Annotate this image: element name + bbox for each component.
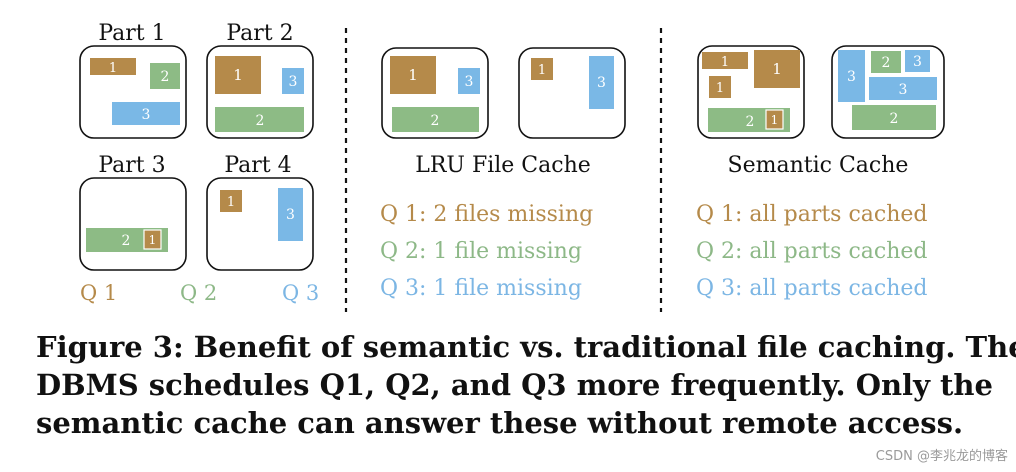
sem-box2-block-q2-a-label: 2 [882,55,891,71]
sem-box1-block-q1-c [709,76,731,98]
semantic-box-2 [831,45,945,139]
figure-caption: Figure 3: Benefit of semantic vs. tradit… [36,328,1016,442]
lru-line-q2: Q 2: 1 file missing [380,239,582,264]
lru-box1-block-q2 [392,107,479,132]
part2-block-q2 [215,107,304,132]
part2-block-q2-label: 2 [256,113,265,129]
sem-box2-block-q3-c [869,77,937,100]
sem-box1-block-q1-b-label: 1 [772,60,782,78]
part2-box [206,45,314,139]
sem-box2-block-q3-b-label: 3 [913,54,922,70]
sem-box2-block-q3-c-label: 3 [899,82,908,98]
part1-box [79,45,187,139]
part4-block-q1-label: 1 [227,195,235,210]
lru-box2-block-q1 [531,58,553,80]
lru-box2-block-q3 [589,56,614,109]
watermark: CSDN @李兆龙的博客 [875,449,1008,464]
part1-block-q3 [112,102,180,125]
part3-block-q1 [143,229,162,250]
part2-block-q3 [282,68,304,94]
sem-box1-block-q1-d [765,109,784,130]
sem-box2-block-q3-b [905,50,930,72]
sem-box2-block-q2-b [852,105,936,130]
part2-block-q3-label: 3 [289,74,298,90]
sem-box1-block-q1-c-label: 1 [716,81,724,96]
semantic-line-q3: Q 3: all parts cached [696,276,927,301]
part3-label: Part 3 [98,153,165,178]
lru-line-q3: Q 3: 1 file missing [380,276,582,301]
sem-box1-block-q1-d-label: 1 [771,113,779,127]
lru-line-q1: Q 1: 2 files missing [380,202,593,227]
part1-block-q1 [90,58,136,75]
semantic-box-1 [697,45,805,139]
part2-block-q1-label: 1 [233,66,243,84]
part4-box [206,177,314,271]
lru-box1-block-q3 [458,68,480,94]
lru-box2-block-q3-label: 3 [597,75,606,91]
caption-line-2: DBMS schedules Q1, Q2, and Q3 more frequ… [36,368,993,402]
lru-box1-block-q1 [390,56,436,94]
lru-box1-block-q3-label: 3 [465,74,474,90]
caption-line-3: semantic cache can answer these without … [36,406,964,440]
part2-label: Part 2 [226,21,293,46]
lru-box2-block-q1-label: 1 [538,63,546,78]
sem-box2-block-q3-a-label: 3 [847,69,856,85]
part1-block-q1-label: 1 [109,61,117,76]
sem-box1-block-q1-b [754,50,800,88]
lru-box1-block-q1-label: 1 [408,66,418,84]
lru-box-2 [518,47,626,139]
caching-diagram: Part 1 Part 2 Part 3 Part 4 1 2 3 1 3 2 … [79,21,945,312]
part4-block-q1 [220,190,242,212]
part4-label: Part 4 [224,153,291,178]
semantic-line-q2: Q 2: all parts cached [696,239,927,264]
sem-box1-block-q1-a-label: 1 [721,55,729,70]
part3-block-q1-label: 1 [149,233,157,247]
sem-box2-block-q2-b-label: 2 [890,111,899,127]
semantic-title: Semantic Cache [728,153,909,178]
part1-block-q2-label: 2 [161,69,170,85]
part1-block-q2 [150,63,180,89]
legend-q1: Q 1 [80,281,117,305]
part4-block-q3 [278,188,303,241]
part1-label: Part 1 [98,21,165,46]
part4-block-q3-label: 3 [286,207,295,223]
sem-box2-block-q3-a [838,50,865,102]
legend-q3: Q 3 [282,281,319,305]
lru-box1-block-q2-label: 2 [431,113,440,129]
lru-box-1 [381,47,489,139]
part3-block-q2-label: 2 [122,233,131,249]
legend-q2: Q 2 [180,281,217,305]
sem-box1-block-q1-a [702,52,748,69]
sem-box1-block-q2-label: 2 [746,114,755,130]
caption-line-1: Figure 3: Benefit of semantic vs. tradit… [36,330,1016,364]
sem-box2-block-q2-a [871,51,901,73]
semantic-line-q1: Q 1: all parts cached [696,202,927,227]
lru-title: LRU File Cache [415,153,591,178]
part2-block-q1 [215,56,261,94]
part1-block-q3-label: 3 [142,107,151,123]
part3-box [79,177,187,271]
